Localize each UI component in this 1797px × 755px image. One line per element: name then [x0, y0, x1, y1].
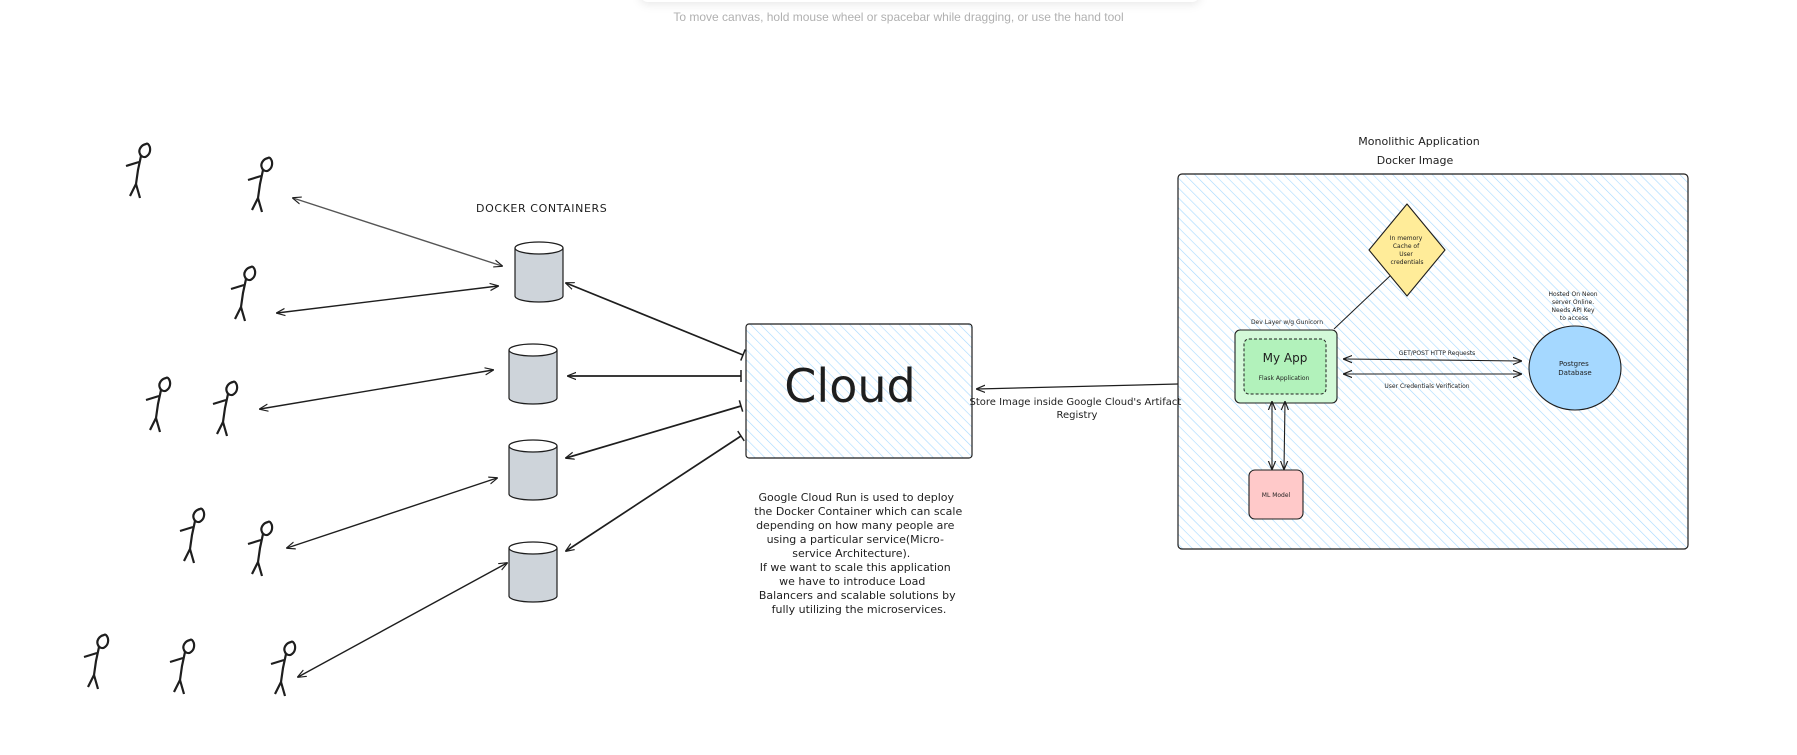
- user-container-arrow[interactable]: [298, 563, 507, 677]
- my-app-label: My App: [1263, 351, 1308, 365]
- user-figure: [269, 640, 297, 698]
- user-figure: [124, 142, 152, 200]
- user-figure: [246, 156, 274, 214]
- svg-text:ML Model: ML Model: [1262, 492, 1291, 499]
- docker-container-2[interactable]: [508, 343, 558, 405]
- cloud-run-description: Google Cloud Run is used to deploy the D…: [754, 491, 965, 616]
- user-figure: [229, 265, 257, 323]
- user-container-arrow[interactable]: [293, 198, 502, 266]
- user-figure: [178, 507, 206, 565]
- user-figure: [168, 638, 196, 696]
- cloud-container-arrow[interactable]: [566, 406, 741, 458]
- canvas-hint: To move canvas, hold mouse wheel or spac…: [673, 10, 1124, 24]
- cache-diamond[interactable]: In memory Cache of User credentials: [1368, 203, 1446, 297]
- http-requests-label: GET/POST HTTP Requests: [1399, 350, 1476, 357]
- svg-text:Postgres Database: Postgres Database: [1558, 360, 1591, 377]
- docker-containers-label: DOCKER CONTAINERS: [476, 202, 607, 215]
- cloud-box[interactable]: Cloud: [745, 323, 973, 459]
- docker-container-1[interactable]: [514, 241, 564, 303]
- cloud-container-arrow[interactable]: [566, 436, 741, 551]
- user-figure: [144, 376, 172, 434]
- http-requests-arrow[interactable]: [1344, 359, 1521, 361]
- docker-container-3[interactable]: [508, 439, 558, 501]
- dev-layer-box[interactable]: [1234, 329, 1338, 404]
- store-image-label: Store Image inside Google Cloud's Artifa…: [970, 397, 1185, 421]
- user-figure: [211, 380, 239, 438]
- docker-container-4[interactable]: [508, 541, 558, 603]
- user-verification-label: User Credentials Verification: [1384, 383, 1469, 390]
- docker-image-label: Docker Image: [1377, 154, 1454, 167]
- cloud-container-arrow[interactable]: [566, 283, 743, 355]
- ml-model-arrow[interactable]: [1284, 402, 1285, 469]
- user-container-arrow[interactable]: [277, 286, 498, 313]
- postgres-database[interactable]: Postgres Database: [1528, 325, 1622, 411]
- flask-label: Flask Application: [1259, 375, 1310, 382]
- cache-connector: [1333, 274, 1392, 330]
- artifact-registry-arrow[interactable]: [977, 383, 1179, 389]
- svg-text:In memory Cache of: In memory Cache of User credentials: [1390, 235, 1424, 266]
- cloud-label: Cloud: [784, 359, 915, 413]
- user-figure: [82, 633, 110, 691]
- db-note: Hosted On Neon server Online. Needs API …: [1548, 291, 1599, 322]
- monolith-title: Monolithic Application: [1358, 135, 1479, 148]
- user-container-arrow[interactable]: [287, 478, 497, 548]
- ml-model-box[interactable]: ML Model: [1248, 469, 1304, 520]
- user-container-arrow[interactable]: [260, 370, 493, 409]
- user-figure: [246, 520, 274, 578]
- dev-layer-label: Dev Layer w/g Gunicorn: [1251, 319, 1323, 326]
